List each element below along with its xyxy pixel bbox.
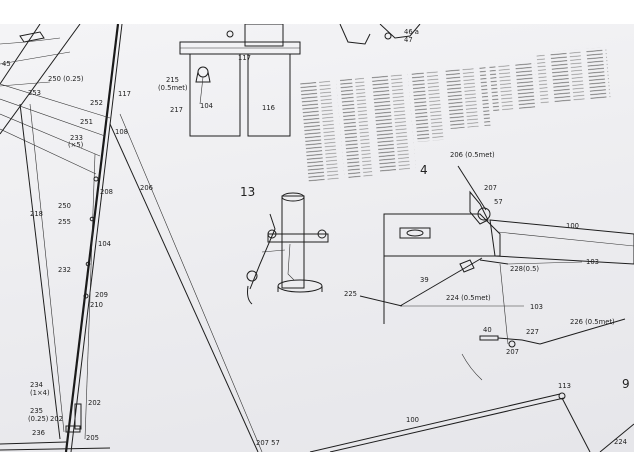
label-235: 235 [30, 407, 43, 415]
label-225: 225 [344, 290, 357, 298]
label-46a: 46 a [404, 28, 419, 36]
label-215: 215 [166, 76, 179, 84]
label-103b: 103 [530, 303, 543, 311]
label-100b: 100 [406, 416, 419, 424]
label-234-qty: (1×4) [30, 389, 50, 397]
detail-9: 9 113 100 224 [309, 377, 634, 452]
mast-labels: 250 (0.25) 253 252 117 251 233 (×5) 108 … [2, 60, 280, 447]
label-218: 218 [30, 210, 43, 218]
parts-table [300, 47, 611, 182]
label-252: 252 [90, 99, 103, 107]
label-250: 250 (0.25) [48, 75, 84, 83]
label-208: 208 [100, 188, 113, 196]
rigging-plan-drawing: 250 (0.25) 253 252 117 251 233 (×5) 108 … [0, 24, 634, 452]
label-232: 232 [58, 266, 71, 274]
detail-13: 13 [240, 185, 329, 305]
label-39: 39 [420, 276, 429, 284]
label-113: 113 [558, 382, 571, 390]
label-210: 210 [90, 301, 103, 309]
label-251: 251 [80, 118, 93, 126]
label-253: 253 [28, 89, 41, 97]
label-224: 224 (0.5met) [446, 294, 491, 302]
label-228: 228(0.5) [510, 265, 539, 273]
mast-rigging [0, 24, 263, 452]
label-217: 217 [170, 106, 183, 114]
label-116: 116 [262, 104, 275, 112]
label-100: 100 [566, 222, 579, 230]
label-104-top: 104 [200, 102, 213, 110]
label-224b: 224 [614, 438, 627, 446]
label-202b: 202 [88, 399, 101, 407]
top-right-detail: 46 a 47 [339, 24, 421, 45]
label-215-size: (0.5met) [158, 84, 188, 92]
detail-4-number: 4 [420, 163, 428, 177]
label-226: 226 (0.5met) [570, 318, 615, 326]
label-207b: 207 [506, 348, 519, 356]
label-234: 234 [30, 381, 43, 389]
label-206-right: 206 (0.5met) [450, 151, 495, 159]
label-117: 117 [118, 90, 131, 98]
label-57: 57 [494, 198, 503, 206]
label-236: 236 [32, 429, 45, 437]
label-235-size: (0.25) [28, 415, 49, 423]
label-108: 108 [115, 128, 128, 136]
plan-sheet: 250 (0.25) 253 252 117 251 233 (×5) 108 … [0, 24, 634, 452]
label-207-57: 207 57 [256, 439, 280, 447]
label-104: 104 [98, 240, 111, 248]
label-233: 233 [70, 134, 83, 142]
label-103a: 103 [586, 258, 599, 266]
label-227: 227 [526, 328, 539, 336]
detail-4: 4 206 (0.5met) 207 57 100 228(0.5) 103 3… [344, 151, 634, 381]
label-202a: 202 [50, 415, 63, 423]
label-206: 206 [140, 184, 153, 192]
label-40: 40 [483, 326, 492, 334]
detail-9-number: 9 [622, 377, 630, 391]
top-bitt-detail: 215 (0.5met) 217 104 116 117 [158, 24, 301, 137]
label-205: 205 [86, 434, 99, 442]
label-233-qty: (×5) [68, 141, 84, 149]
label-255: 255 [58, 218, 71, 226]
label-209: 209 [95, 291, 108, 299]
label-250b: 250 [58, 202, 71, 210]
detail-13-number: 13 [240, 185, 255, 199]
label-207-right: 207 [484, 184, 497, 192]
label-117-top: 117 [238, 54, 251, 62]
label-45: 45 [2, 60, 11, 68]
label-47: 47 [404, 36, 413, 44]
